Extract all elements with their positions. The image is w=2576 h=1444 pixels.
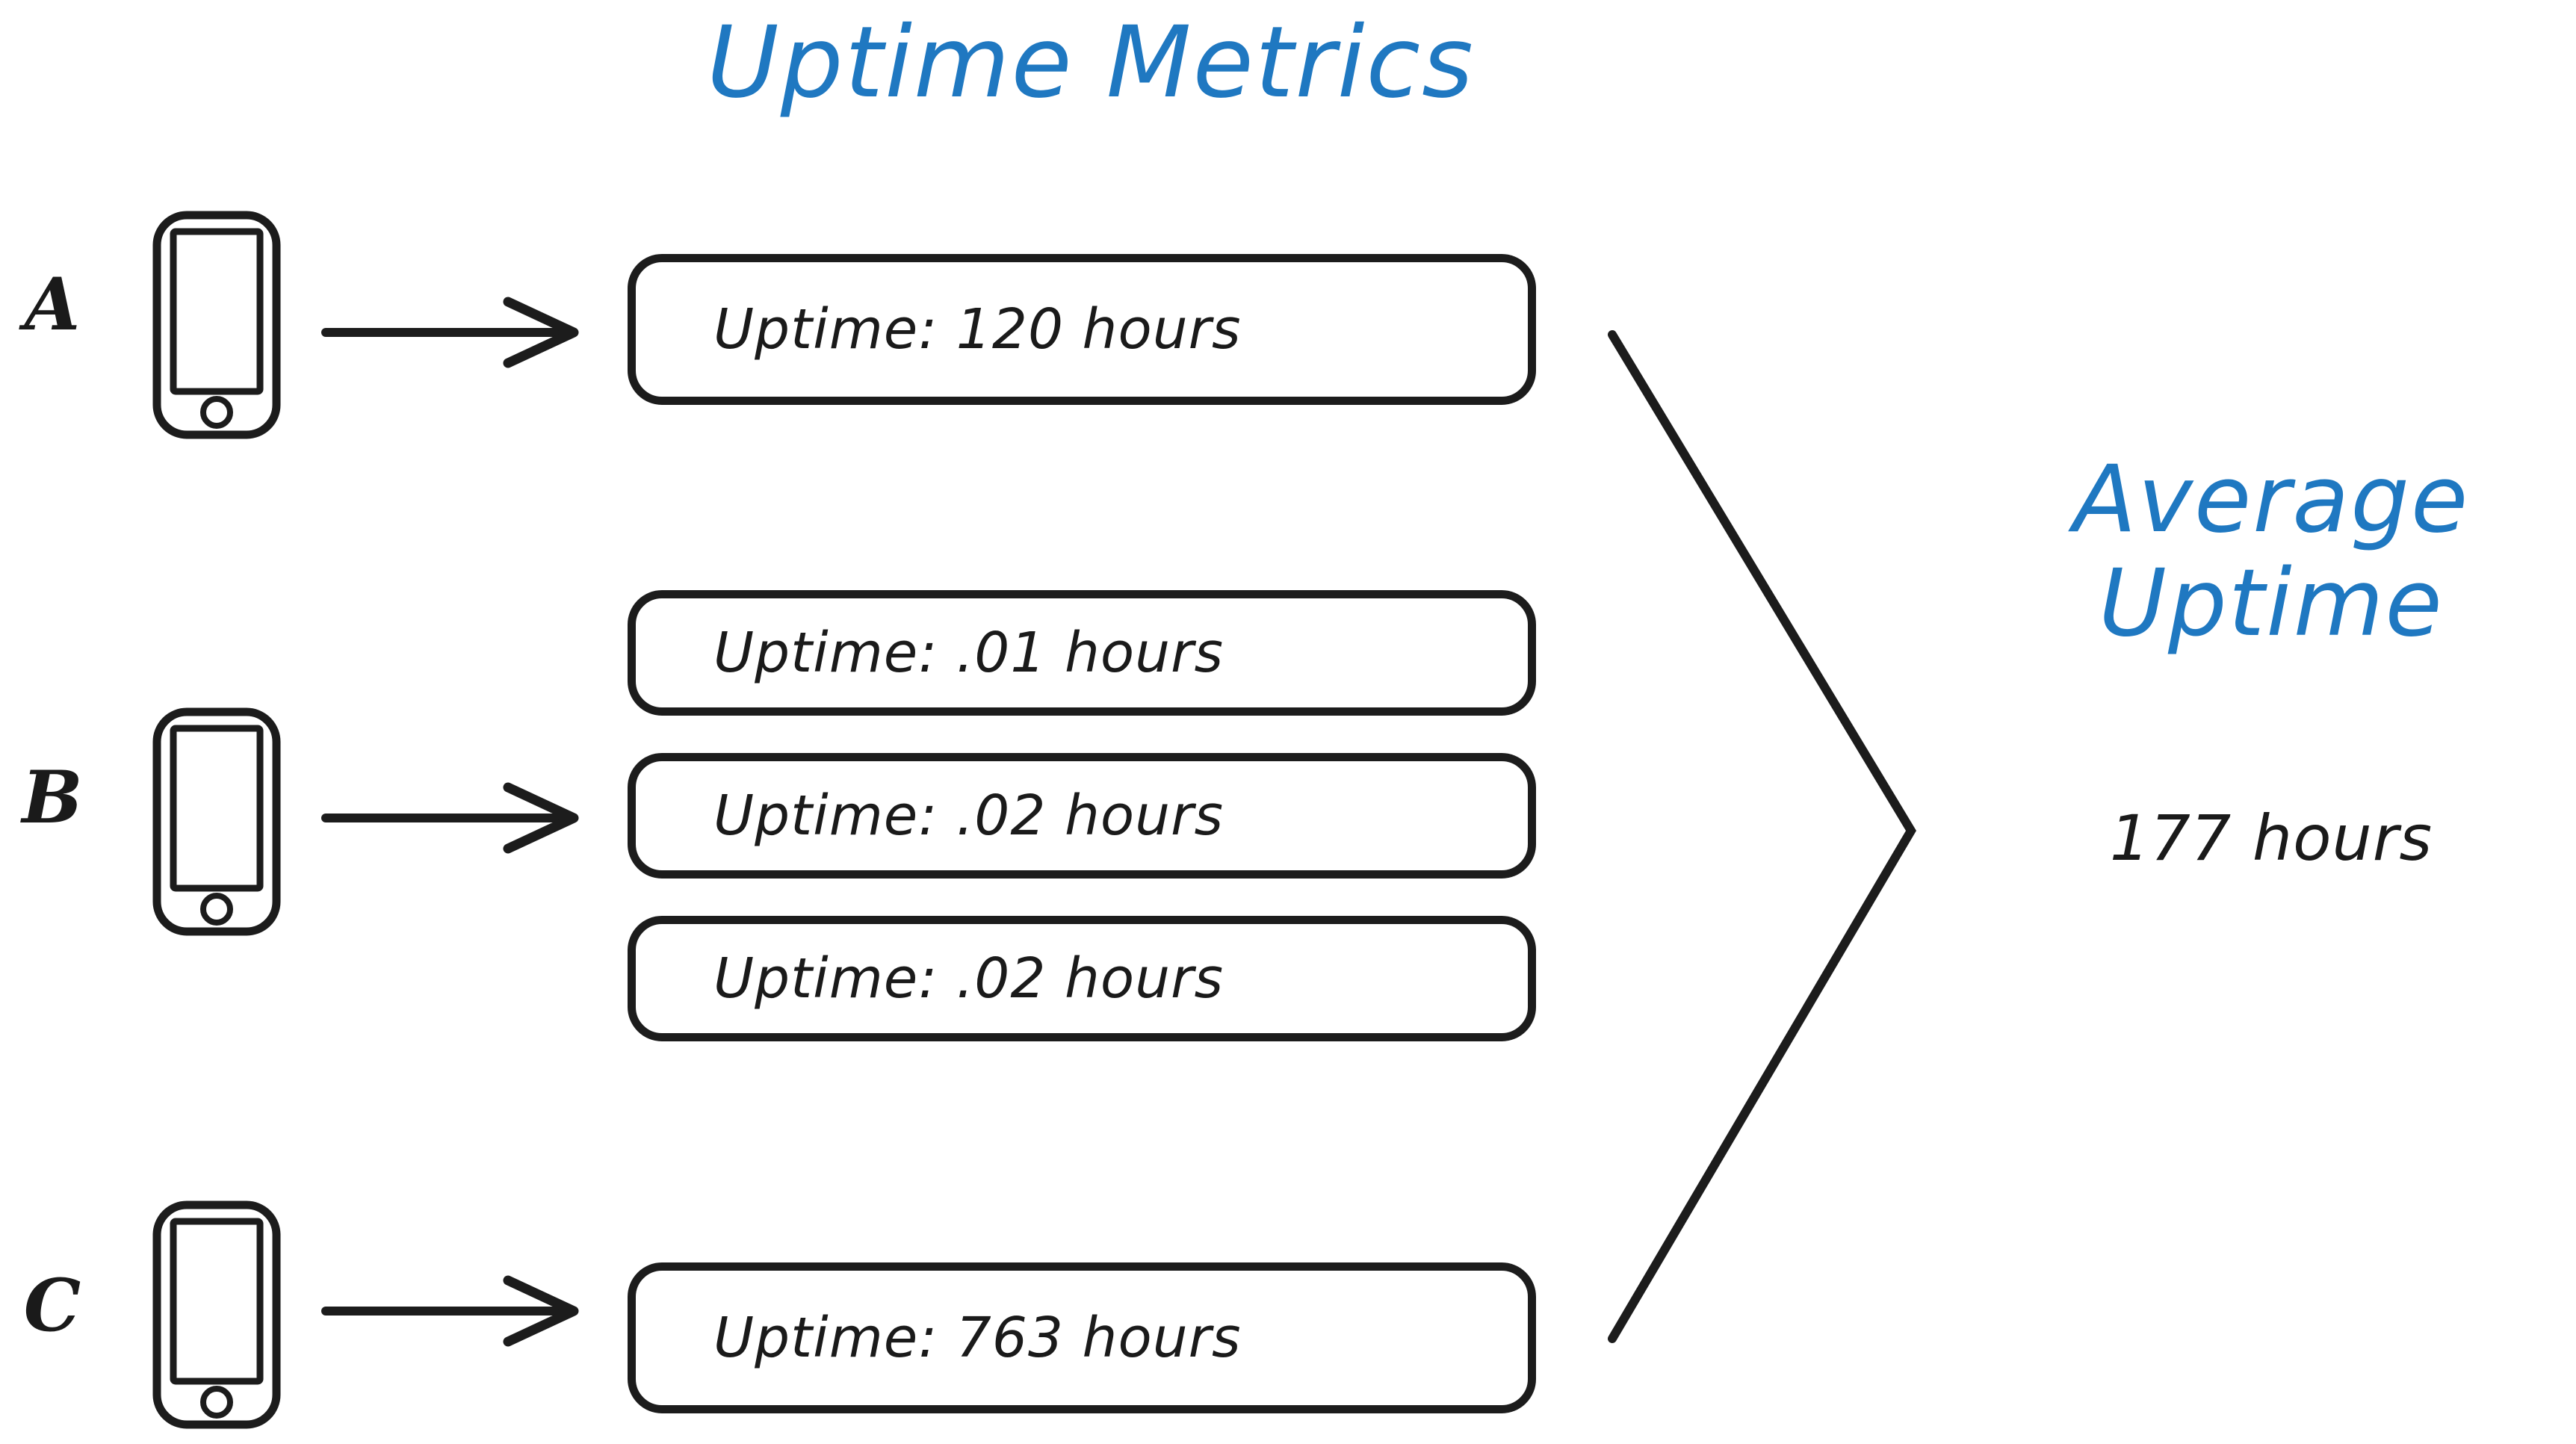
metric-box-a-1[interactable]: Uptime: 120 hours [628, 254, 1536, 405]
metric-label: Uptime: .02 hours [713, 784, 1224, 848]
metric-box-b-2[interactable]: Uptime: .02 hours [628, 753, 1536, 879]
group-label-c: C [23, 1263, 81, 1348]
arrow-right-icon-a [321, 291, 583, 374]
smartphone-icon [149, 209, 284, 441]
smartphone-icon [149, 1199, 284, 1431]
metric-label: Uptime: 120 hours [713, 297, 1242, 362]
chevron-converge-icon [1569, 299, 1957, 1378]
aggregation-title-line-1: Average [2072, 446, 2470, 554]
metric-box-b-1[interactable]: Uptime: .01 hours [628, 590, 1536, 716]
aggregation-title: Average Uptime [1987, 448, 2555, 656]
smartphone-icon [149, 706, 284, 938]
metric-box-c-1[interactable]: Uptime: 763 hours [628, 1262, 1536, 1413]
group-label-b: B [22, 755, 83, 840]
page-title: Uptime Metrics [707, 5, 1475, 120]
group-label-a: A [24, 262, 81, 347]
aggregation-title-line-2: Uptime [2099, 549, 2444, 657]
metric-label: Uptime: .02 hours [713, 946, 1224, 1011]
metric-label: Uptime: .01 hours [713, 621, 1224, 685]
arrow-right-icon-b [321, 777, 583, 859]
metric-label: Uptime: 763 hours [713, 1306, 1242, 1370]
aggregation-value: 177 hours [2109, 802, 2433, 875]
arrow-right-icon-c [321, 1270, 583, 1352]
metric-box-b-3[interactable]: Uptime: .02 hours [628, 916, 1536, 1041]
